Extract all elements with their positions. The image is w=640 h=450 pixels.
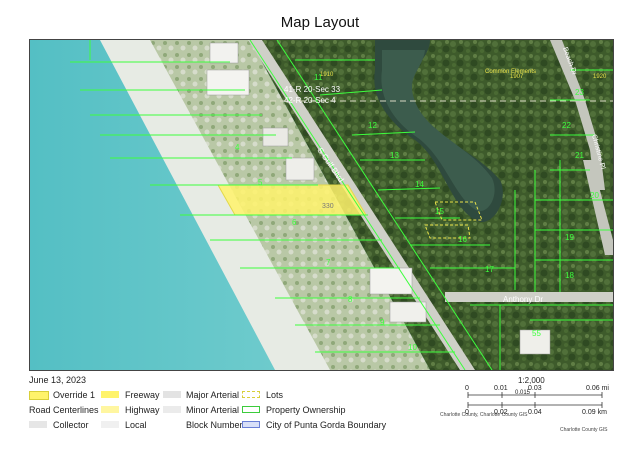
lot-number: 10 bbox=[408, 343, 417, 352]
house bbox=[389, 301, 427, 323]
house bbox=[519, 329, 551, 355]
highway-swatch bbox=[101, 406, 119, 413]
lot-number: 11 bbox=[314, 73, 323, 82]
road-label-common: Common Elements bbox=[485, 69, 536, 75]
lot-number: 22 bbox=[562, 121, 571, 130]
map-viewport[interactable]: 41-R 20-Sec 33 42-R 20-Sec 4 S Gulf Blvd… bbox=[29, 39, 614, 371]
lot-number: 13 bbox=[390, 151, 399, 160]
legend-lots: Lots bbox=[266, 390, 284, 400]
section-label-1: 41-R 20-Sec 33 bbox=[284, 85, 341, 94]
scale-mi-1: 0.01 bbox=[494, 385, 508, 392]
house bbox=[209, 42, 239, 64]
lot-number: 23 bbox=[575, 88, 584, 97]
house bbox=[285, 157, 315, 181]
lot-number: 16 bbox=[458, 235, 467, 244]
scale-km-0: 0 bbox=[465, 409, 469, 416]
property-ownership-lines bbox=[70, 40, 613, 370]
lot-number: 20 bbox=[590, 191, 599, 200]
lot-number: 18 bbox=[565, 271, 574, 280]
property-ownership-swatch bbox=[242, 406, 260, 413]
lot-label-1907: 1907 bbox=[510, 74, 524, 80]
scale-mi-2: 0.03 bbox=[528, 385, 542, 392]
scale-mi-3: 0.06 mi bbox=[586, 385, 609, 392]
override-parcel[interactable] bbox=[217, 184, 367, 216]
house bbox=[206, 69, 250, 96]
s-gulf-blvd-road bbox=[248, 40, 475, 370]
minor-arterial-swatch bbox=[163, 406, 181, 413]
beach-dr-road bbox=[550, 40, 605, 190]
lot-number: 6 bbox=[292, 218, 297, 227]
lot-number: 21 bbox=[575, 151, 584, 160]
lot-number: 5 bbox=[258, 178, 263, 187]
legend-punta-gorda: City of Punta Gorda Boundary bbox=[266, 420, 387, 430]
lot-number: 9 bbox=[380, 318, 385, 327]
legend-block-number: Block Number bbox=[186, 420, 243, 430]
override-swatch bbox=[29, 391, 49, 400]
lot-number: 19 bbox=[565, 233, 574, 242]
lot-number: 12 bbox=[368, 121, 377, 130]
house bbox=[369, 267, 413, 295]
source-credit-short: Charlotte County GIS bbox=[560, 427, 608, 433]
lots-swatch bbox=[242, 391, 260, 398]
lot-number: 4 bbox=[235, 143, 240, 152]
scale-bar: 1:2,000 0 0.01 0.015 0.03 0.06 mi 0 0.02… bbox=[462, 375, 612, 445]
lot-number: 14 bbox=[415, 180, 424, 189]
punta-gorda-swatch bbox=[242, 421, 260, 428]
map-date: June 13, 2023 bbox=[29, 375, 87, 385]
legend-local: Local bbox=[125, 420, 147, 430]
scale-km-2: 0.04 bbox=[528, 409, 542, 416]
legend-minor-arterial: Minor Arterial bbox=[186, 405, 240, 415]
lot-number: 15 bbox=[435, 207, 444, 216]
scale-km-3: 0.09 km bbox=[582, 409, 607, 416]
legend-major-arterial: Major Arterial bbox=[186, 390, 240, 400]
anthony-dr-road bbox=[445, 292, 613, 302]
aerial-map[interactable]: 41-R 20-Sec 33 42-R 20-Sec 4 S Gulf Blvd… bbox=[30, 40, 613, 370]
scale-km-1: 0.02 bbox=[494, 409, 508, 416]
map-title: Map Layout bbox=[280, 14, 360, 31]
legend-road-centerlines: Road Centerlines bbox=[29, 405, 99, 415]
lot-number: 8 bbox=[348, 295, 353, 304]
lot-number: 17 bbox=[485, 265, 494, 274]
collector-swatch bbox=[29, 421, 47, 428]
major-arterial-swatch bbox=[163, 391, 181, 398]
lot-number: 7 bbox=[326, 258, 331, 267]
legend-highway: Highway bbox=[125, 405, 160, 415]
lot-lines bbox=[424, 201, 483, 239]
lot-label-330: 330 bbox=[322, 203, 334, 210]
lot-label-1920: 1920 bbox=[593, 74, 607, 80]
legend-override: Override 1 bbox=[53, 390, 96, 400]
legend-collector: Collector bbox=[53, 420, 89, 430]
scale-ratio: 1:2,000 bbox=[518, 376, 545, 385]
section-label-2: 42-R 20-Sec 4 bbox=[284, 96, 336, 105]
road-label-anthony-dr: Anthony Dr bbox=[503, 295, 543, 304]
legend-property-ownership: Property Ownership bbox=[266, 405, 346, 415]
scale-mi-mid: 0.015 bbox=[515, 390, 531, 396]
scale-mi-0: 0 bbox=[465, 385, 469, 392]
lot-label-1910: 1910 bbox=[320, 72, 334, 78]
legend: June 13, 2023 Override 1 Road Centerline… bbox=[29, 375, 459, 445]
lot-number: 55 bbox=[532, 329, 541, 338]
legend-freeway: Freeway bbox=[125, 390, 160, 400]
source-credit: Charlotte County, Charlotte County GIS bbox=[440, 412, 528, 418]
local-swatch bbox=[101, 421, 119, 428]
house bbox=[262, 127, 289, 147]
inland-vegetation bbox=[250, 40, 613, 370]
lot-numbers: 11 12 13 14 15 16 17 21 22 23 19 18 20 4 5 6 7 8 9 10 55 bbox=[235, 73, 599, 352]
freeway-swatch bbox=[101, 391, 119, 398]
